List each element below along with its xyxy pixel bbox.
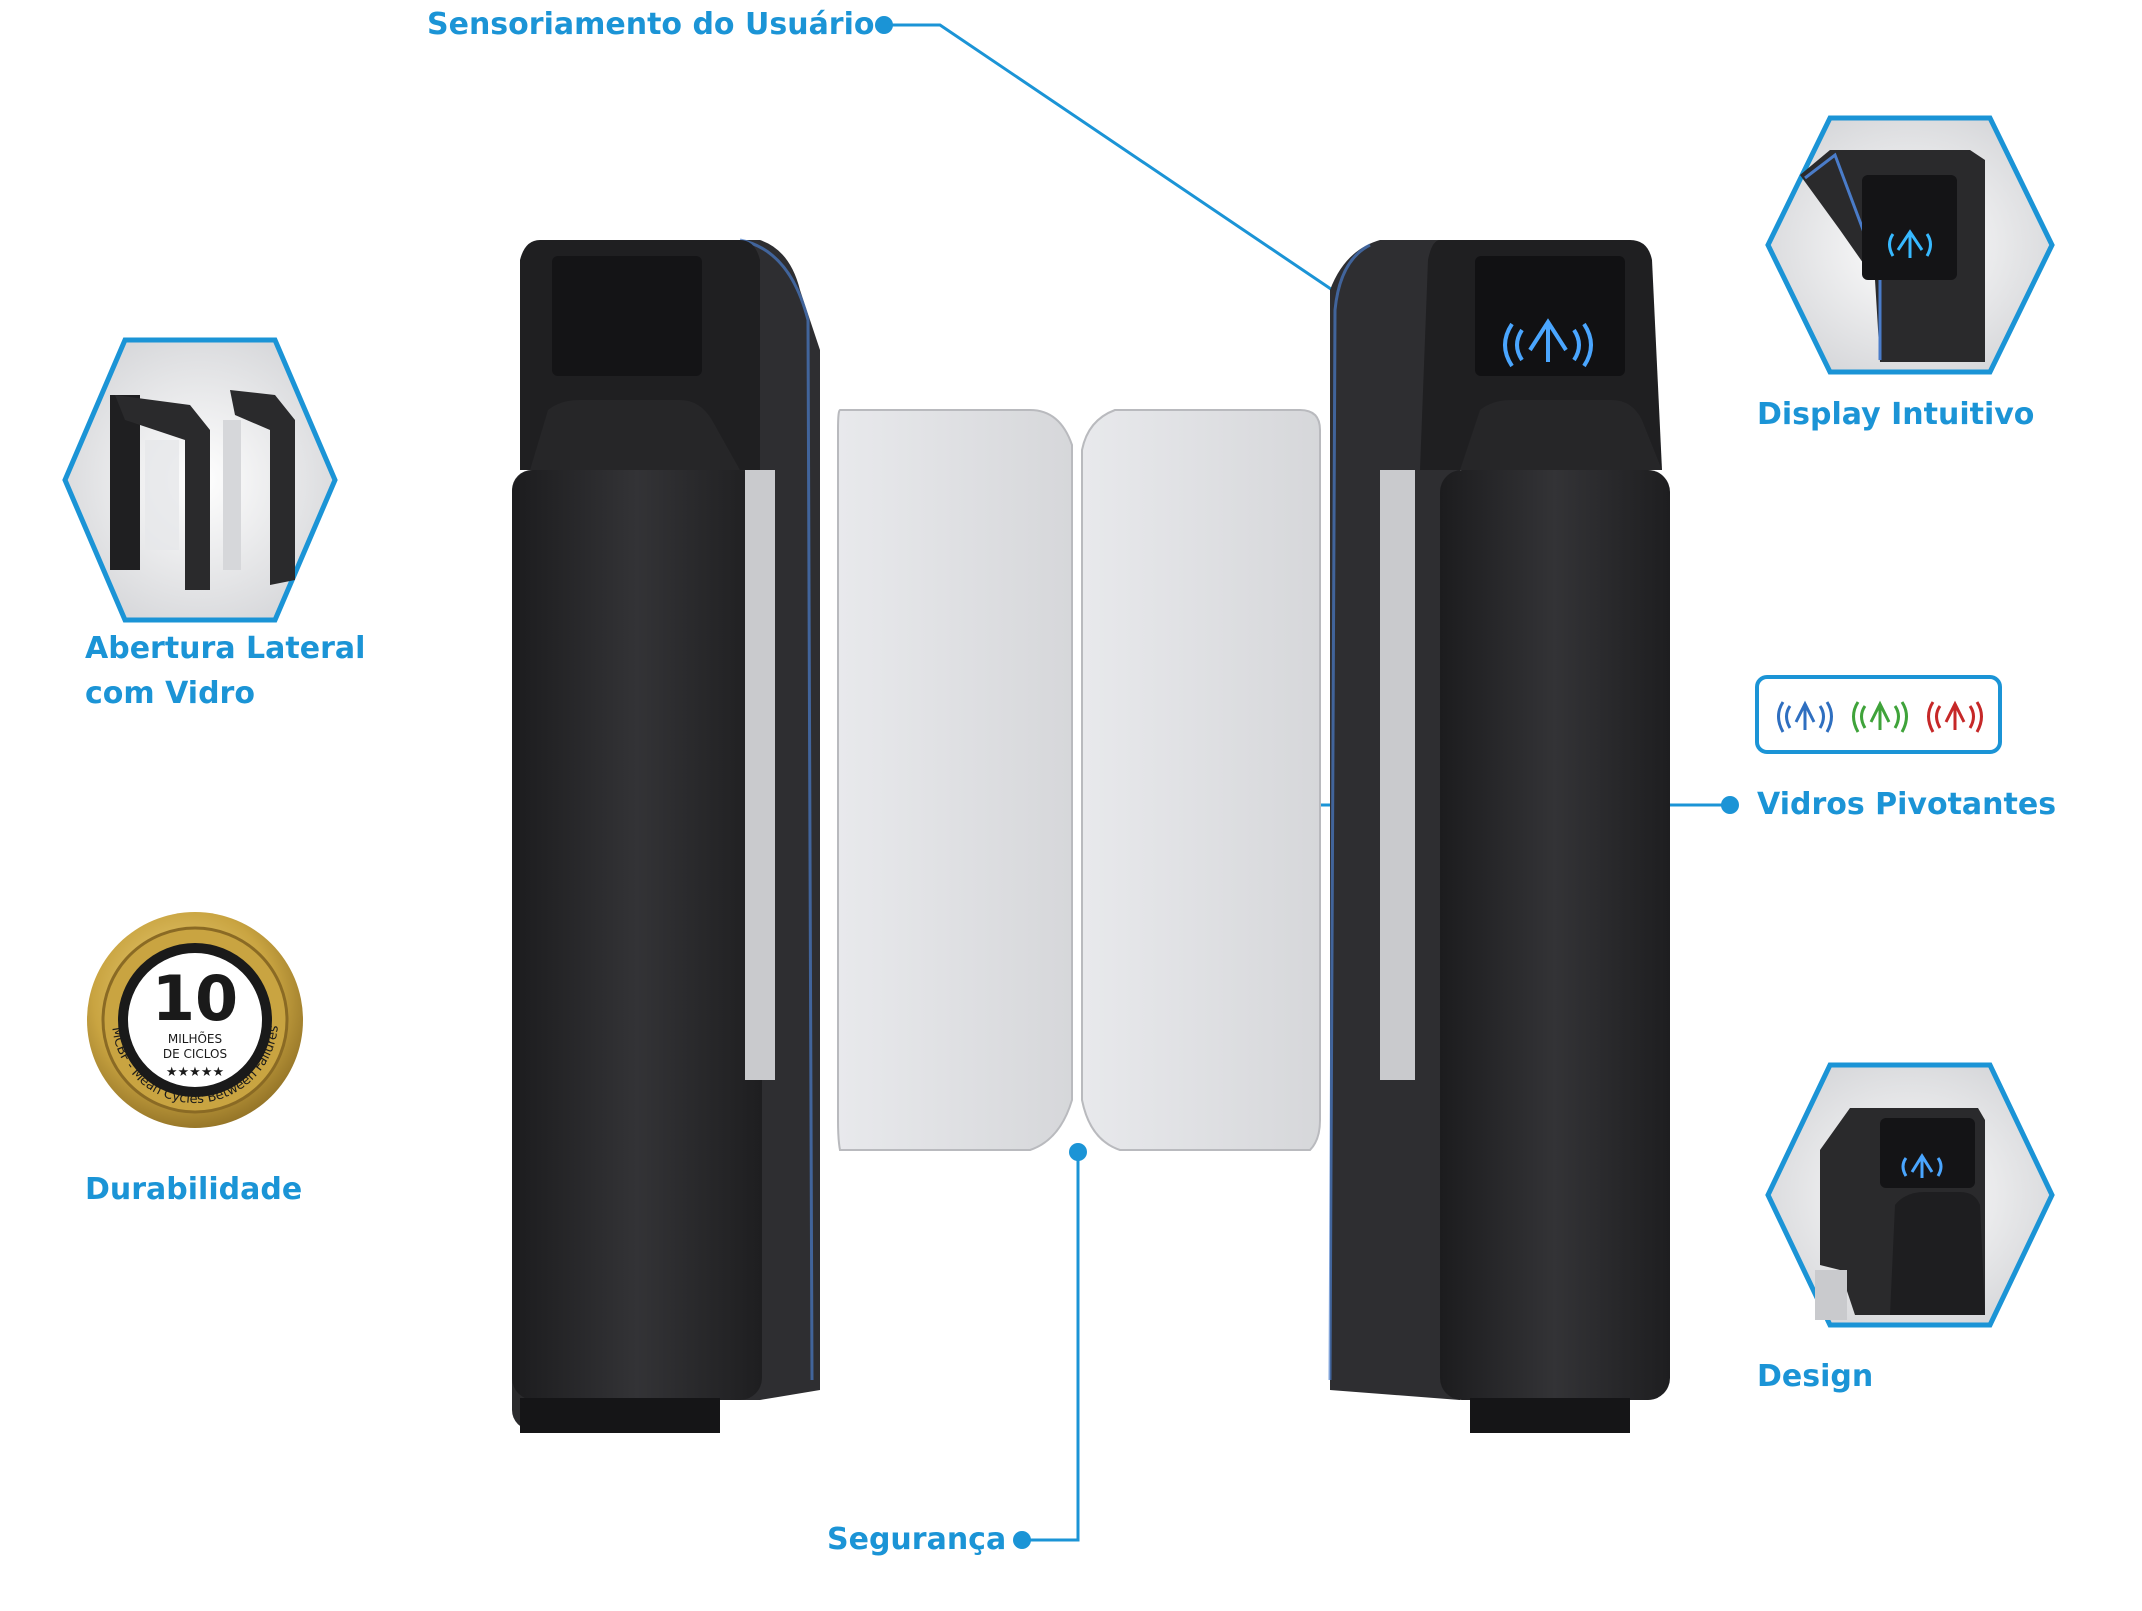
- green-signal-icon: [1852, 700, 1908, 733]
- badge-line1: MILHÕES: [168, 1031, 222, 1046]
- right-cabinet: [1328, 240, 1670, 1433]
- left-cabinet: [512, 238, 820, 1433]
- design-label: Design: [1757, 1359, 1874, 1394]
- lateral-label-line2: com Vidro: [85, 676, 255, 711]
- security-label: Segurança: [827, 1522, 1007, 1557]
- sensing-connector: [880, 23, 1363, 312]
- lateral-hexagon-image: [62, 337, 338, 623]
- display-label: Display Intuitivo: [1757, 397, 2035, 432]
- badge-number: 10: [152, 962, 238, 1035]
- pivot-label: Vidros Pivotantes: [1757, 787, 2057, 822]
- fingerprint-display-icon: [1503, 318, 1593, 368]
- badge-line2: DE CICLOS: [163, 1047, 227, 1061]
- status-icons: [1777, 700, 1983, 733]
- security-connector: [1022, 1155, 1080, 1542]
- glass-panels: [837, 409, 1321, 1151]
- sensing-label: Sensoriamento do Usuário: [427, 7, 875, 42]
- durability-badge: 10 MILHÕES DE CICLOS ★★★★★ MCBF - Mean C…: [87, 912, 303, 1128]
- design-hexagon-image: [1765, 1062, 2055, 1328]
- lateral-label-line1: Abertura Lateral: [85, 631, 366, 666]
- design-fingerprint-icon: [1901, 1153, 1943, 1178]
- display-fingerprint-icon: [1888, 229, 1932, 258]
- red-signal-icon: [1927, 700, 1983, 733]
- display-hexagon-image: [1765, 115, 2055, 375]
- badge-stars: ★★★★★: [166, 1065, 224, 1080]
- durability-label: Durabilidade: [85, 1172, 303, 1207]
- blue-signal-icon: [1777, 700, 1833, 733]
